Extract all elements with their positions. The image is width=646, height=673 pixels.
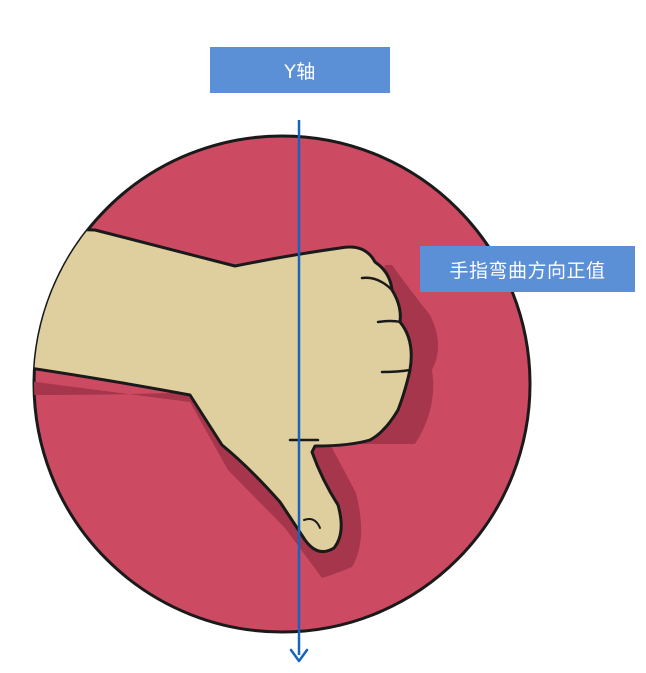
finger-line xyxy=(376,319,402,324)
finger-line xyxy=(380,368,412,374)
finger-direction-label: 手指弯曲方向正值 xyxy=(420,246,635,292)
y-axis-label: Y轴 xyxy=(210,47,390,93)
thumbnail-line xyxy=(303,518,321,529)
finger-line xyxy=(360,276,394,292)
y-axis-arrowhead xyxy=(289,648,309,663)
thumbs-down-icon xyxy=(34,226,413,554)
